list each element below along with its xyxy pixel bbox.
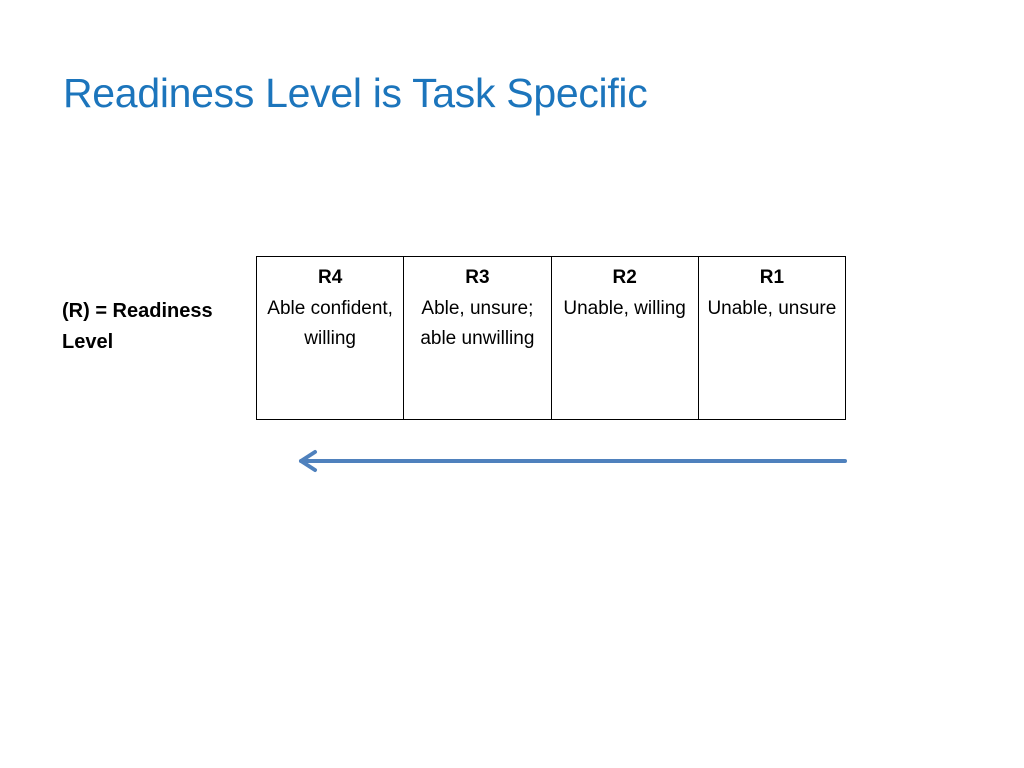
left-arrow-icon [299,450,847,472]
level-cell-r3: R3 Able, unsure; able unwilling [403,256,552,420]
level-description: Able confident, willing [267,297,393,350]
level-description: Able, unsure; able unwilling [420,297,535,350]
table-row: R4 Able confident, willing R3 Able, unsu… [255,256,847,420]
level-cell-r4: R4 Able confident, willing [255,256,405,420]
level-code: R1 [759,267,785,288]
level-code: R3 [465,267,490,288]
level-description: Unable, unsure [707,297,837,319]
level-code: R4 [317,267,343,288]
readiness-levels-table: R4 Able confident, willing R3 Able, unsu… [255,256,847,420]
readiness-legend-label: (R) = Readiness Level [62,300,213,353]
level-code: R2 [612,267,637,288]
level-cell-r1: R1 Unable, unsure [697,256,847,420]
level-description: Unable, willing [563,297,686,319]
slide-title: Readiness Level is Task Specific [63,70,648,116]
level-cell-r2: R2 Unable, willing [550,256,699,420]
arrow-head [299,450,317,472]
